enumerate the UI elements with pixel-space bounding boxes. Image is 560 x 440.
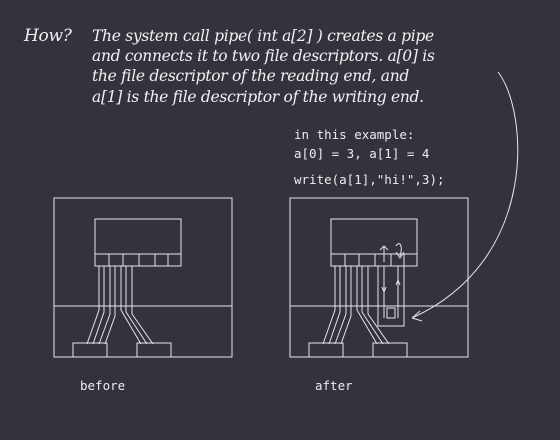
pipe-body [377,265,405,327]
explanation-line-3: the file descriptor of the reading end, … [92,67,409,85]
how-label: How? [24,26,72,46]
read-arrow [379,245,389,262]
explanation-line-1: The system call pipe( int a[2] ) creates… [92,27,434,45]
before-fd-table [94,253,182,267]
caption-after: after [315,378,353,393]
explanation-line-4: a[1] is the file descriptor of the writi… [92,88,424,106]
caption-before: before [80,378,126,393]
pipe [377,243,405,327]
after-device-right [372,342,408,358]
before-process-box [94,218,182,255]
explanation-line-2: and connects it to two file descriptors.… [92,47,435,65]
after-diagram [289,197,469,358]
before-device-right [136,342,172,358]
before-diagram [53,197,233,358]
after-wires [322,266,390,345]
example-intro: in this example: [294,127,415,142]
after-fd-table [330,253,418,267]
before-device-left [72,342,108,358]
pointer-arrow [411,71,519,322]
before-wires [86,266,154,345]
pipe-buffer [386,307,396,319]
before-frame [53,197,233,358]
example-values: a[0] = 3, a[1] = 4 [294,146,430,161]
after-process-box [330,218,418,255]
write-arrow [395,243,405,259]
example-write-call: write(a[1],"hi!",3); [294,172,445,187]
after-device-left [308,342,344,358]
after-frame [289,197,469,358]
